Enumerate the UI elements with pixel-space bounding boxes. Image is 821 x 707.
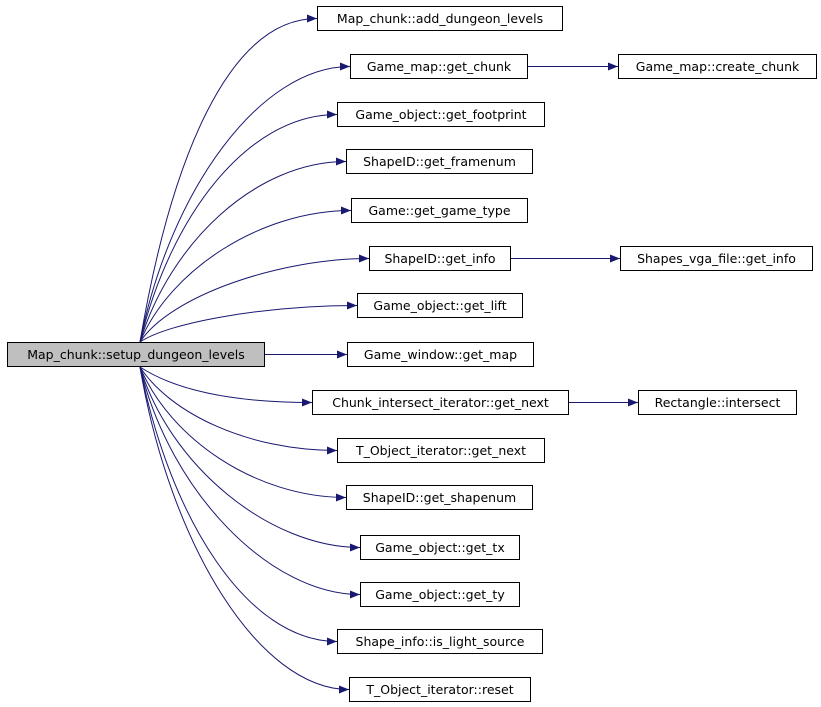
node-get-chunk[interactable]: Game_map::get_chunk	[350, 54, 528, 79]
node-get-tx[interactable]: Game_object::get_tx	[360, 535, 520, 560]
node-shapeid-get-info[interactable]: ShapeID::get_info	[369, 246, 511, 271]
node-t-object-reset[interactable]: T_Object_iterator::reset	[349, 677, 531, 702]
edge-root-n1	[139, 14, 318, 343]
node-get-shapenum[interactable]: ShapeID::get_shapenum	[346, 485, 533, 510]
node-get-framenum[interactable]: ShapeID::get_framenum	[346, 149, 533, 174]
node-get-map[interactable]: Game_window::get_map	[347, 342, 534, 367]
edge-root-n10	[139, 366, 338, 455]
edge-root-n13	[139, 366, 361, 599]
edge-root-n2	[139, 62, 351, 343]
edge-root-n7	[139, 301, 358, 343]
node-get-lift[interactable]: Game_object::get_lift	[357, 293, 523, 318]
node-chunk-intersect-get-next[interactable]: Chunk_intersect_iterator::get_next	[312, 390, 569, 415]
node-t-object-get-next[interactable]: T_Object_iterator::get_next	[337, 438, 545, 463]
node-rectangle-intersect[interactable]: Rectangle::intersect	[638, 390, 797, 415]
node-get-game-type[interactable]: Game::get_game_type	[351, 198, 528, 223]
node-get-ty[interactable]: Game_object::get_ty	[360, 582, 520, 607]
edge-root-n9	[139, 366, 313, 407]
edge-root-n11	[139, 366, 347, 502]
node-get-footprint[interactable]: Game_object::get_footprint	[337, 102, 545, 127]
node-create-chunk[interactable]: Game_map::create_chunk	[618, 54, 817, 79]
edge-root-n14	[139, 366, 338, 646]
edge-root-n15	[139, 366, 350, 694]
edge-root-n5	[139, 206, 352, 343]
edge-root-n3	[139, 110, 338, 343]
node-shapes-vga-get-info[interactable]: Shapes_vga_file::get_info	[620, 246, 813, 271]
edge-root-n4	[139, 157, 347, 343]
node-add-dungeon-levels[interactable]: Map_chunk::add_dungeon_levels	[317, 6, 563, 31]
node-is-light-source[interactable]: Shape_info::is_light_source	[337, 629, 543, 654]
node-root-setup-dungeon-levels[interactable]: Map_chunk::setup_dungeon_levels	[7, 342, 265, 367]
edge-root-n12	[139, 366, 361, 552]
edge-root-n6	[139, 254, 370, 343]
